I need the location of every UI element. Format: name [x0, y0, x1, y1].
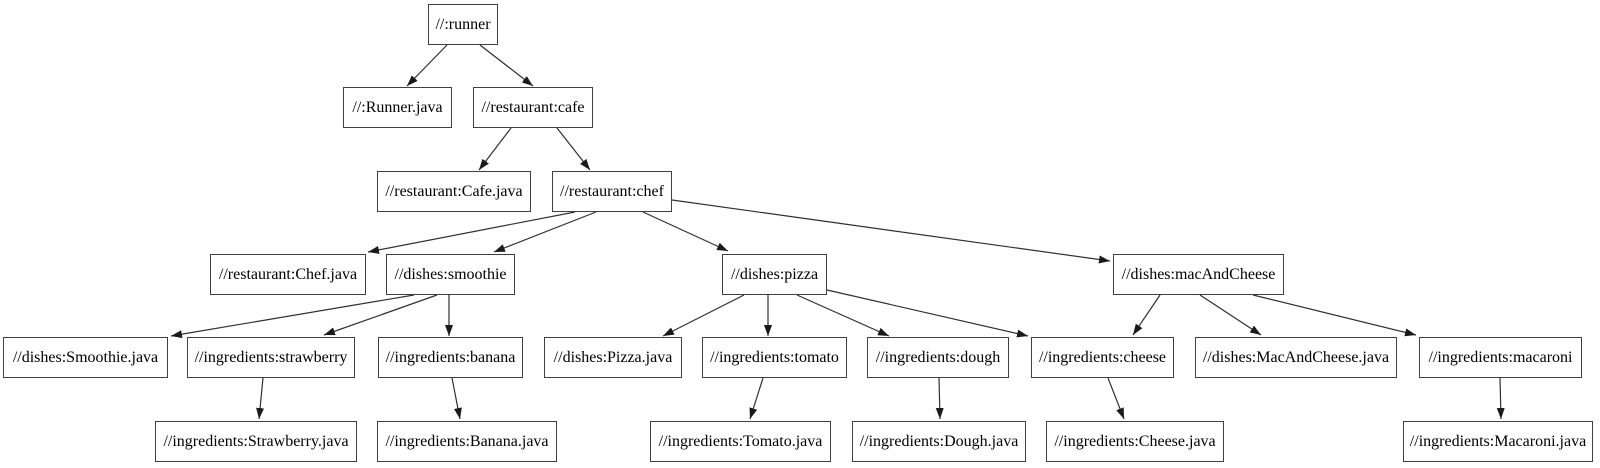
node-banana: //ingredients:banana: [378, 337, 523, 378]
edge-runner-to-cafe: [479, 44, 534, 87]
node-chef: //restaurant:chef: [552, 171, 672, 212]
node-runner: //:runner: [428, 4, 498, 45]
node-tomato: //ingredients:tomato: [702, 337, 847, 378]
edge-pizza-to-pizza-java: [662, 294, 745, 337]
edge-mac-and-cheese-to-macaroni: [1252, 294, 1417, 337]
node-macaroni: //ingredients:macaroni: [1419, 337, 1582, 378]
edge-mac-and-cheese-to-mac-and-cheese-java: [1199, 294, 1262, 336]
node-smoothie-java: //dishes:Smoothie.java: [3, 337, 168, 378]
edge-tomato-to-tomato-java: [749, 377, 764, 420]
edge-dough-to-dough-java: [935, 377, 944, 420]
node-chef-java: //restaurant:Chef.java: [210, 254, 366, 295]
edge-pizza-to-cheese: [826, 289, 1029, 338]
edge-strawberry-to-strawberry-java: [256, 377, 265, 420]
node-strawberry: //ingredients:strawberry: [187, 337, 355, 378]
edge-banana-to-banana-java: [451, 377, 462, 420]
node-runner-java: //:Runner.java: [343, 87, 452, 128]
node-cheese-java: //ingredients:Cheese.java: [1046, 421, 1224, 462]
node-banana-java: //ingredients:Banana.java: [377, 421, 557, 462]
edge-cafe-to-chef: [556, 127, 591, 171]
node-mac-and-cheese: //dishes:macAndCheese: [1113, 254, 1284, 295]
node-tomato-java: //ingredients:Tomato.java: [650, 421, 831, 462]
edge-cheese-to-cheese-java: [1107, 377, 1125, 420]
node-cheese: //ingredients:cheese: [1031, 337, 1174, 378]
node-mac-and-cheese-java: //dishes:MacAndCheese.java: [1195, 337, 1397, 378]
edge-mac-and-cheese-to-cheese: [1132, 294, 1161, 336]
edge-runner-to-runner-java: [406, 44, 448, 87]
edge-chef-to-mac-and-cheese: [671, 199, 1111, 264]
edge-cafe-to-cafe-java: [478, 127, 512, 171]
edge-chef-to-chef-java: [367, 211, 576, 254]
node-cafe-java: //restaurant:Cafe.java: [377, 171, 531, 212]
edge-chef-to-pizza: [642, 211, 729, 252]
node-dough: //ingredients:dough: [867, 337, 1009, 378]
node-cafe: //restaurant:cafe: [473, 87, 593, 128]
edge-chef-to-smoothie: [493, 211, 597, 253]
node-pizza-java: //dishes:Pizza.java: [544, 337, 682, 378]
node-dough-java: //ingredients:Dough.java: [852, 421, 1026, 462]
edge-smoothie-to-strawberry: [323, 294, 438, 336]
edge-macaroni-to-macaroni-java: [1496, 377, 1505, 420]
edge-pizza-to-dough: [796, 294, 890, 337]
node-smoothie: //dishes:smoothie: [386, 254, 515, 295]
node-pizza: //dishes:pizza: [722, 254, 827, 295]
edge-smoothie-to-smoothie-java: [170, 294, 415, 339]
node-macaroni-java: //ingredients:Macaroni.java: [1403, 421, 1593, 462]
node-strawberry-java: //ingredients:Strawberry.java: [155, 421, 357, 462]
